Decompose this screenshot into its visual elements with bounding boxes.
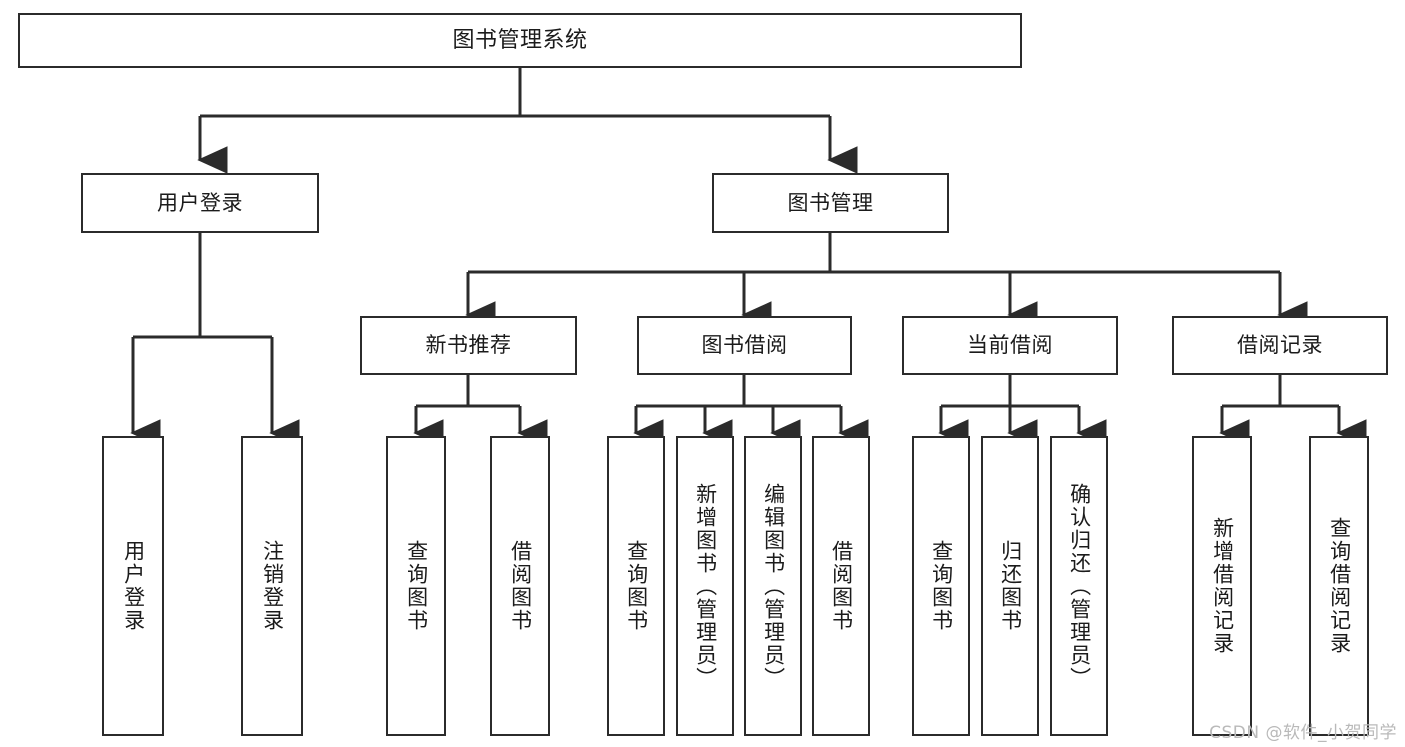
node-label: 确认归还（管理员） bbox=[1067, 482, 1092, 690]
node-label: 查询图书 bbox=[624, 540, 649, 632]
leaf-edit-book[interactable]: 编辑图书（管理员） bbox=[744, 436, 802, 736]
leaf-query-book-borrow[interactable]: 查询图书 bbox=[607, 436, 665, 736]
leaf-logout-login[interactable]: 注销登录 bbox=[241, 436, 303, 736]
leaf-add-borrow-record[interactable]: 新增借阅记录 bbox=[1192, 436, 1252, 736]
node-new-book-recommend[interactable]: 新书推荐 bbox=[360, 316, 577, 375]
node-label: 新增图书（管理员） bbox=[693, 482, 718, 690]
leaf-return-book[interactable]: 归还图书 bbox=[981, 436, 1039, 736]
node-label: 归还图书 bbox=[998, 540, 1023, 632]
leaf-confirm-return[interactable]: 确认归还（管理员） bbox=[1050, 436, 1108, 736]
node-user-login[interactable]: 用户登录 bbox=[81, 173, 319, 233]
node-label: 当前借阅 bbox=[967, 333, 1053, 358]
node-label: 用户登录 bbox=[157, 190, 243, 215]
node-label: 图书管理 bbox=[787, 190, 874, 215]
node-borrow-record[interactable]: 借阅记录 bbox=[1172, 316, 1388, 375]
leaf-borrow-book-recommend[interactable]: 借阅图书 bbox=[490, 436, 550, 736]
node-label: 新书推荐 bbox=[425, 333, 512, 358]
node-current-borrow[interactable]: 当前借阅 bbox=[902, 316, 1118, 375]
node-label: 借阅记录 bbox=[1237, 333, 1323, 358]
node-label: 查询图书 bbox=[404, 540, 429, 632]
node-label: 注销登录 bbox=[260, 540, 285, 632]
leaf-query-borrow-record[interactable]: 查询借阅记录 bbox=[1309, 436, 1369, 736]
node-label: 查询图书 bbox=[929, 540, 954, 632]
node-label: 编辑图书（管理员） bbox=[761, 482, 786, 690]
leaf-query-book-recommend[interactable]: 查询图书 bbox=[386, 436, 446, 736]
node-label: 借阅图书 bbox=[829, 540, 854, 632]
leaf-user-login[interactable]: 用户登录 bbox=[102, 436, 164, 736]
node-label: 借阅图书 bbox=[508, 540, 533, 632]
csdn-watermark: CSDN @软件_小贺同学 bbox=[1209, 723, 1397, 743]
node-label: 图书借阅 bbox=[701, 333, 788, 358]
leaf-query-book-current[interactable]: 查询图书 bbox=[912, 436, 970, 736]
node-book-borrow[interactable]: 图书借阅 bbox=[637, 316, 852, 375]
leaf-add-book[interactable]: 新增图书（管理员） bbox=[676, 436, 734, 736]
node-label: 新增借阅记录 bbox=[1210, 517, 1235, 655]
node-book-management[interactable]: 图书管理 bbox=[712, 173, 949, 233]
node-label: 查询借阅记录 bbox=[1327, 517, 1352, 655]
node-book-management-system[interactable]: 图书管理系统 bbox=[18, 13, 1022, 68]
node-label: 图书管理系统 bbox=[452, 27, 588, 53]
node-label: 用户登录 bbox=[121, 540, 146, 632]
leaf-borrow-book[interactable]: 借阅图书 bbox=[812, 436, 870, 736]
